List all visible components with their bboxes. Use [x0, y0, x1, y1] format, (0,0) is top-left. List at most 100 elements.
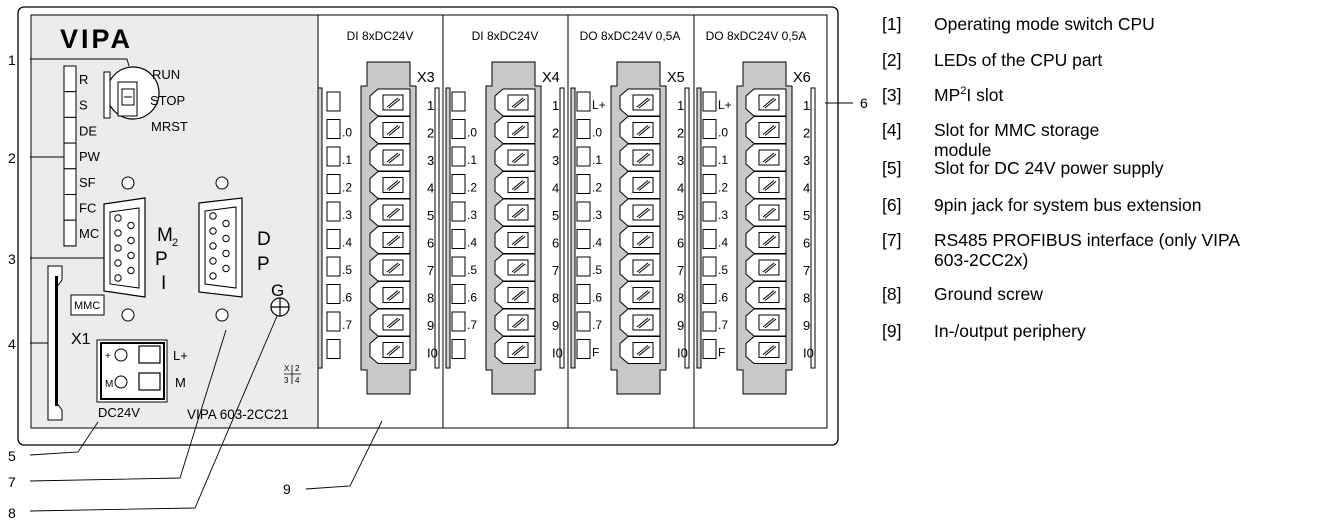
module-led-label: .1 — [718, 153, 728, 167]
legend-number: [2] — [882, 50, 902, 70]
screw-terminal[interactable] — [619, 308, 661, 337]
pin-number: I0 — [427, 346, 438, 361]
dsub-pin — [114, 244, 122, 252]
screw-terminal[interactable] — [494, 226, 536, 254]
pin-number: 5 — [677, 208, 684, 223]
pin-number: 4 — [427, 181, 434, 196]
screw-terminal[interactable] — [745, 336, 787, 364]
screw-terminal[interactable] — [745, 281, 787, 309]
pin-number: I0 — [677, 346, 688, 361]
cpu-led-label: SF — [79, 175, 96, 190]
pin-number: 5 — [803, 208, 810, 223]
module-led — [326, 311, 341, 332]
screw-terminal[interactable] — [619, 88, 661, 117]
screw-terminal[interactable] — [494, 116, 536, 144]
pin-number: 6 — [427, 236, 434, 251]
module-led — [326, 146, 341, 167]
dsub-pin — [209, 272, 217, 280]
pin-number: 1 — [552, 98, 559, 113]
screw-terminal[interactable] — [745, 171, 787, 199]
screw-terminal[interactable] — [745, 253, 787, 282]
callouts — [29, 58, 853, 512]
screw-terminal[interactable] — [745, 88, 787, 117]
x-marker: X 2 3 4 — [284, 364, 301, 385]
power-supply-slot[interactable] — [96, 339, 168, 403]
dsub-pin — [209, 242, 217, 250]
power-minus-symbol: M — [105, 379, 113, 390]
screw-terminal[interactable] — [619, 226, 661, 254]
screw-terminal[interactable] — [369, 171, 411, 199]
screw-terminal[interactable] — [745, 308, 787, 337]
screw-terminal[interactable] — [494, 198, 536, 227]
pin-number: 8 — [552, 291, 559, 306]
module-led — [702, 311, 717, 332]
mode-switch[interactable] — [103, 66, 160, 120]
screw-terminal[interactable] — [745, 198, 787, 227]
screw-terminal[interactable] — [494, 253, 536, 282]
callout-2: 2 — [8, 150, 16, 166]
screw-terminal[interactable] — [369, 308, 411, 337]
dsub-pin — [114, 214, 122, 222]
ground-screw[interactable] — [270, 297, 290, 317]
screw-terminal[interactable] — [494, 308, 536, 337]
profibus-dp-port[interactable] — [198, 197, 243, 298]
screw-terminal[interactable] — [494, 336, 536, 364]
screw-terminal[interactable] — [369, 336, 411, 364]
screw-terminal[interactable] — [369, 198, 411, 227]
module-led — [576, 146, 591, 167]
module-led — [451, 339, 466, 359]
screw-terminal[interactable] — [494, 88, 536, 117]
module-led — [702, 174, 717, 194]
svg-text:4: 4 — [295, 376, 300, 385]
module-led — [576, 91, 591, 112]
mmc-slot[interactable] — [47, 265, 63, 421]
module-led-label: .5 — [342, 263, 352, 277]
pin-number: 9 — [427, 318, 434, 333]
screw-terminal[interactable] — [369, 281, 411, 309]
module-led-label: .7 — [592, 318, 602, 332]
pin-number: 9 — [552, 318, 559, 333]
module-led — [576, 201, 591, 222]
screw-terminal[interactable] — [619, 336, 661, 364]
screw-terminal[interactable] — [745, 143, 787, 172]
screw-terminal[interactable] — [494, 171, 536, 199]
switch-label-mrst: MRST — [151, 119, 188, 134]
module-led — [326, 256, 341, 277]
screw-terminal[interactable] — [745, 226, 787, 254]
screw-terminal[interactable] — [619, 171, 661, 199]
callout-7: 7 — [8, 474, 16, 490]
svg-text:2: 2 — [295, 364, 300, 373]
screw-terminal[interactable] — [619, 143, 661, 172]
mpi-port[interactable] — [103, 197, 146, 298]
module-led-label: L+ — [718, 98, 732, 112]
mmc-label-box: MMC — [70, 294, 105, 316]
screw-terminal[interactable] — [619, 253, 661, 282]
screw-terminal[interactable] — [369, 116, 411, 144]
legend-number: [3] — [882, 85, 902, 105]
screw-terminal[interactable] — [745, 116, 787, 144]
module-led — [576, 174, 591, 194]
screw-terminal[interactable] — [369, 226, 411, 254]
module-led — [326, 284, 341, 304]
screw-terminal[interactable] — [619, 116, 661, 144]
mpi-label-i: I — [161, 273, 166, 294]
module-led-label: .1 — [342, 153, 352, 167]
legend-text-part: MP — [934, 85, 961, 105]
module-led-label: F — [592, 346, 599, 360]
screw-terminal[interactable] — [369, 253, 411, 282]
module-led-label: .1 — [467, 153, 477, 167]
legend-item: [6]9pin jack for system bus extension — [882, 195, 1327, 215]
legend-text: In-/output periphery — [934, 321, 1086, 341]
screw-terminal[interactable] — [494, 281, 536, 309]
screw-terminal[interactable] — [619, 281, 661, 309]
screw-terminal[interactable] — [369, 88, 411, 117]
screw-terminal[interactable] — [494, 143, 536, 172]
module-led-label: .5 — [592, 263, 602, 277]
screw-terminal[interactable] — [369, 143, 411, 172]
mmc-label: MMC — [74, 300, 100, 312]
connector-label: X3 — [417, 70, 435, 86]
screw-terminal[interactable] — [619, 198, 661, 227]
